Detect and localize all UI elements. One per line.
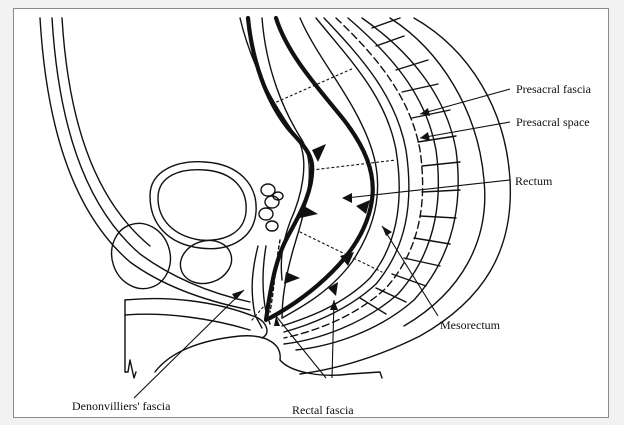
prostate: [175, 234, 237, 290]
label-rectal-fascia: Rectal fascia: [292, 403, 354, 417]
leader-lines: [134, 89, 510, 398]
label-denonvilliers-fascia: Denonvilliers' fascia: [72, 399, 170, 413]
label-rectum: Rectum: [515, 174, 552, 188]
rectal-mucosa: [248, 18, 373, 320]
vertebral-segments: [360, 18, 460, 314]
label-mesorectum: Mesorectum: [440, 318, 500, 332]
rectum-wall-anterior: [262, 18, 309, 318]
seminal-vesicle: [259, 184, 283, 231]
label-presacral-fascia: Presacral fascia: [516, 82, 591, 96]
label-presacral-space: Presacral space: [516, 115, 590, 129]
bladder: [150, 162, 256, 249]
pubic-perineum: [125, 299, 280, 378]
arrowheads: [232, 108, 430, 326]
